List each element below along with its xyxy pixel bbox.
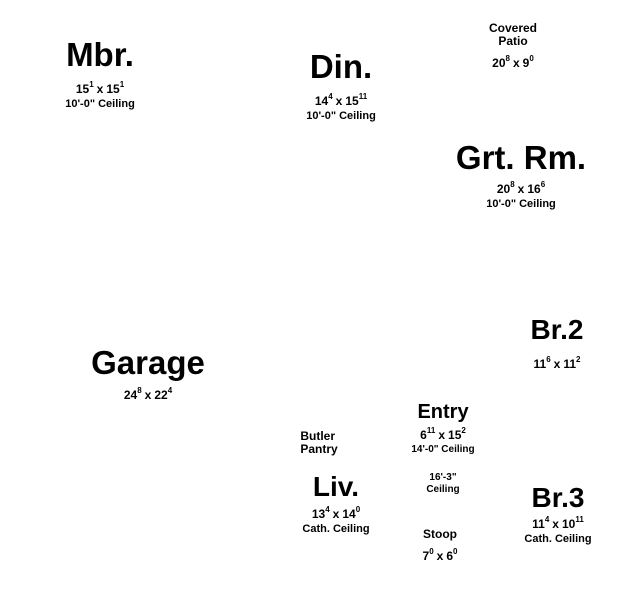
- room-name: Grt. Rm.: [455, 139, 587, 176]
- dim-d-in: 2: [461, 426, 466, 435]
- dim-sep: x: [436, 549, 444, 564]
- dim-d-in: 0: [529, 53, 534, 63]
- room-name: Mbr.: [66, 36, 134, 73]
- room-name: Liv.: [312, 471, 360, 502]
- room-name: Stoop: [423, 527, 457, 541]
- room-ceiling: 10'-0" Ceiling: [306, 109, 376, 122]
- room-name: Garage: [91, 344, 205, 381]
- dim-d-in: 0: [453, 547, 458, 557]
- dim-d-in: 11: [575, 515, 584, 525]
- room-name: Br.3: [531, 482, 585, 513]
- dim-w-ft: 15: [75, 81, 90, 96]
- dim-w-in: 8: [510, 179, 515, 189]
- dim-d-ft: 15: [106, 81, 120, 96]
- dim-w-in: 11: [426, 426, 436, 435]
- room-name: Din.: [309, 48, 373, 85]
- dim-sep: x: [517, 181, 525, 196]
- dim-w-ft: 13: [311, 507, 326, 522]
- dim-w-ft: 24: [123, 387, 138, 402]
- dim-d-ft: 16: [527, 181, 541, 196]
- dim-w-in: 6: [546, 355, 551, 365]
- dim-sep: x: [553, 357, 561, 372]
- dim-d-in: 1: [119, 79, 125, 89]
- room-ceiling: 10'-0" Ceiling: [65, 97, 135, 110]
- room-ceiling: 14'-0" Ceiling: [411, 444, 475, 455]
- dim-w-ft: 11: [533, 357, 547, 372]
- dim-d-in: 0: [355, 505, 361, 515]
- dim-d-ft: 15: [448, 428, 462, 442]
- room-name-line1: Covered: [488, 21, 538, 35]
- dim-w-ft: 7: [422, 549, 430, 564]
- dim-w-in: 4: [328, 91, 333, 101]
- room-ceiling: Cath. Ceiling: [302, 523, 370, 536]
- dim-sep: x: [512, 55, 520, 70]
- dim-d-ft: 22: [154, 387, 168, 402]
- dim-d-in: 11: [358, 91, 368, 101]
- dim-d-in: 6: [540, 179, 546, 189]
- dim-w-ft: 6: [420, 428, 427, 442]
- room-name: Entry: [417, 401, 469, 423]
- dim-sep: x: [438, 428, 446, 442]
- dim-sep: x: [144, 387, 152, 402]
- dim-sep: x: [96, 81, 104, 96]
- dim-d-ft: 10: [561, 517, 576, 532]
- label-line1: Butler: [300, 429, 335, 443]
- ceiling-note-line2: Ceiling: [426, 484, 460, 495]
- dim-d-in: 4: [167, 385, 173, 395]
- dim-w-in: 0: [429, 547, 434, 557]
- room-name: Br.2: [530, 314, 584, 345]
- dim-w-ft: 20: [492, 55, 506, 70]
- dim-d-in: 2: [576, 355, 581, 365]
- dim-sep: x: [335, 93, 343, 108]
- dim-w-ft: 14: [314, 93, 329, 108]
- dim-w-in: 4: [325, 505, 330, 515]
- ceiling-note-line1: 16'-3": [429, 472, 457, 483]
- dim-d-ft: 14: [342, 507, 356, 522]
- room-name-line2: Patio: [498, 34, 528, 49]
- label-butler-pantry: Butler Pantry: [300, 429, 338, 457]
- dim-d-ft: 9: [522, 55, 530, 70]
- dim-w-in: 8: [505, 53, 510, 63]
- dim-w-in: 4: [544, 515, 550, 525]
- ceiling-note: 16'-3" Ceiling: [426, 472, 459, 496]
- dim-w-in: 8: [137, 385, 142, 395]
- dim-sep: x: [552, 517, 559, 532]
- label-line2: Pantry: [300, 442, 338, 457]
- dim-w-ft: 20: [496, 181, 511, 196]
- dim-w-in: 1: [89, 79, 94, 89]
- dim-d-ft: 15: [345, 93, 359, 108]
- room-ceiling: 10'-0" Ceiling: [486, 197, 556, 210]
- dim-d-ft: 11: [563, 357, 577, 372]
- dim-d-ft: 6: [446, 549, 454, 564]
- room-ceiling: Cath. Ceiling: [524, 533, 592, 546]
- dim-w-ft: 11: [532, 517, 545, 532]
- dim-sep: x: [332, 507, 340, 522]
